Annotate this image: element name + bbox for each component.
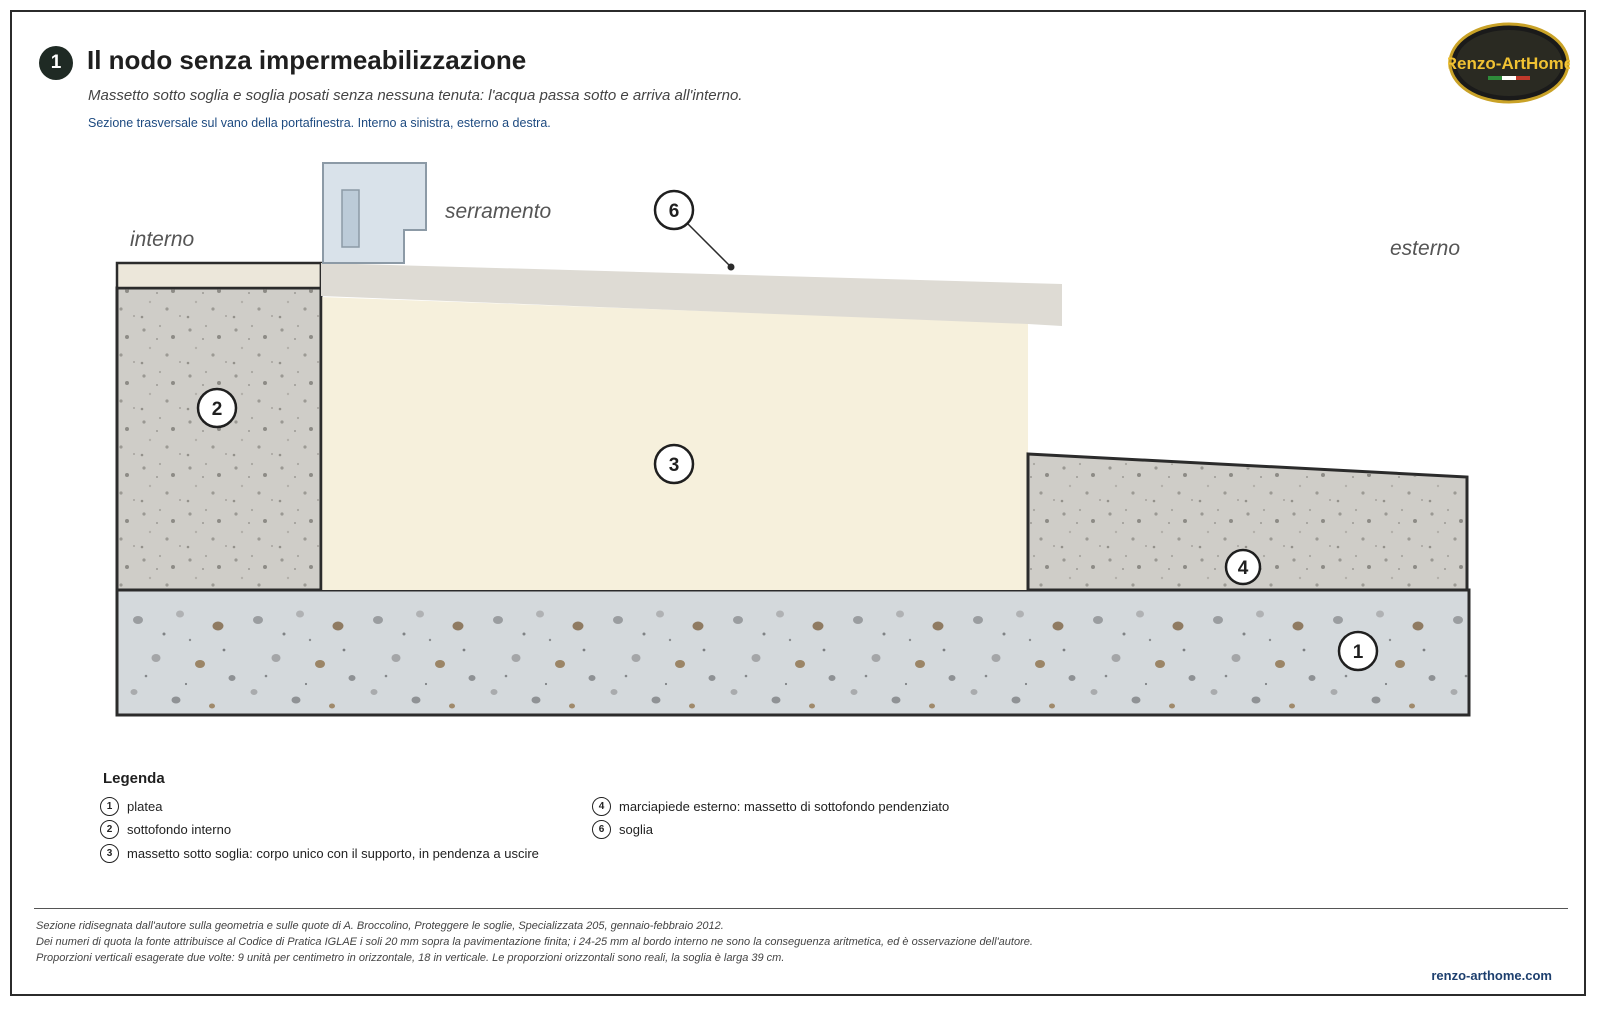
legend-item: 2 sottofondo interno	[100, 820, 231, 839]
legend-number: 3	[100, 844, 119, 863]
footer-note: Dei numeri di quota la fonte attribuisce…	[36, 936, 1033, 948]
marker-4: 4	[1224, 548, 1262, 586]
svg-text:2: 2	[212, 399, 223, 420]
legend-number: 4	[592, 797, 611, 816]
section-note: Sezione trasversale sul vano della porta…	[88, 116, 551, 130]
legend-number: 6	[592, 820, 611, 839]
label-interno: interno	[130, 228, 195, 251]
legend-text: sottofondo interno	[127, 822, 232, 837]
svg-text:6: 6	[669, 201, 680, 222]
footer-note: Proporzioni verticali esagerate due volt…	[36, 952, 785, 964]
page-subtitle: Massetto sotto soglia e soglia posati se…	[88, 87, 743, 104]
layer-pavimento-interno	[115, 261, 323, 290]
label-serramento: serramento	[445, 200, 552, 223]
legend-item: 4 marciapiede esterno: massetto di sotto…	[592, 797, 949, 816]
layer-soglia	[321, 263, 1062, 326]
legend-text: platea	[127, 799, 163, 814]
legend-number: 2	[100, 820, 119, 839]
svg-text:3: 3	[669, 455, 680, 476]
legend-number: 1	[100, 797, 119, 816]
marker-1: 1	[1337, 630, 1379, 672]
svg-text:1: 1	[1353, 642, 1364, 663]
legend-item: 3 massetto sotto soglia: corpo unico con…	[100, 844, 539, 863]
legend-text: marciapiede esterno: massetto di sottofo…	[619, 799, 950, 814]
marker-6: 6	[653, 189, 695, 231]
label-esterno: esterno	[1390, 237, 1460, 260]
legend-title: Legenda	[103, 770, 165, 787]
legend-item: 6 soglia	[592, 820, 653, 839]
site-link[interactable]: renzo-arthome.com	[1431, 968, 1552, 983]
footer-divider	[34, 908, 1568, 909]
logo-text: Renzo-ArtHome	[1448, 54, 1570, 73]
legend-text: soglia	[619, 822, 653, 837]
layer-massetto-sotto-soglia	[321, 297, 1028, 590]
legend-item: 1 platea	[100, 797, 162, 816]
figure-number-badge: 1	[39, 46, 73, 80]
svg-text:4: 4	[1238, 558, 1249, 579]
marker-3: 3	[653, 443, 695, 485]
brand-logo: Renzo-ArtHome	[1448, 22, 1570, 104]
footer-note: Sezione ridisegnata dall'autore sulla ge…	[36, 920, 724, 932]
page-title: Il nodo senza impermeabilizzazione	[87, 45, 527, 75]
marker-2: 2	[196, 387, 238, 429]
section-diagram: interno serramento esterno 6 2 3 4 1	[115, 162, 1471, 717]
window-frame-profile	[322, 162, 427, 264]
legend-text: massetto sotto soglia: corpo unico con i…	[127, 846, 539, 861]
